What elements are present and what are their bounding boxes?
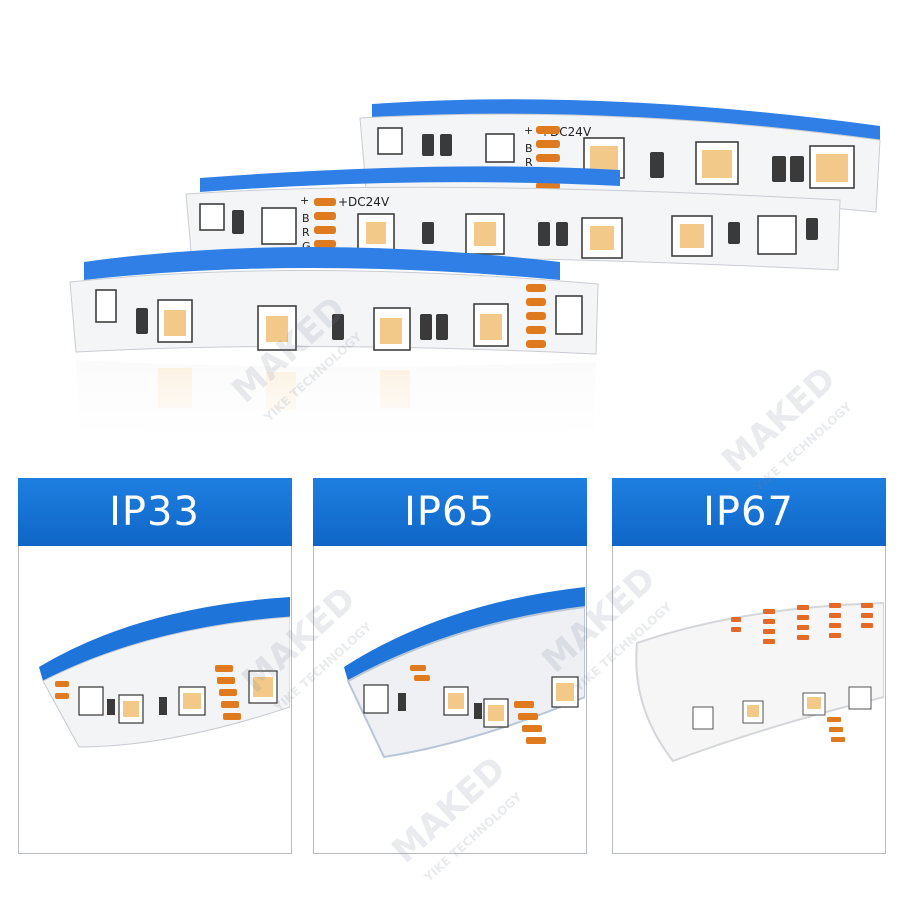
pin-b-2: B (302, 212, 310, 225)
ip67-strip-image (635, 601, 884, 763)
ip33-strip-image (39, 597, 290, 748)
pin-r: R (525, 156, 533, 169)
ip67-header: IP67 (611, 477, 886, 546)
plus-label: + (524, 124, 533, 137)
panel-ip65: IP65 (312, 477, 587, 854)
ip33-header: IP33 (17, 477, 292, 546)
pin-b: B (525, 142, 533, 155)
strip-reel-front (69, 247, 599, 355)
plus-label-2: + (300, 194, 309, 207)
pin-r-2: R (302, 226, 310, 239)
voltage-label-2: +DC24V (338, 195, 390, 209)
ip65-strip-image (344, 587, 585, 759)
panel-ip67: IP67 (611, 477, 886, 854)
ip65-header: IP65 (312, 477, 587, 546)
led-strip-reels-photo: +DC24V + B R G + +DC24V B (60, 99, 881, 440)
pin-g-2: G (302, 240, 311, 253)
panel-ip33: IP33 (17, 477, 292, 854)
